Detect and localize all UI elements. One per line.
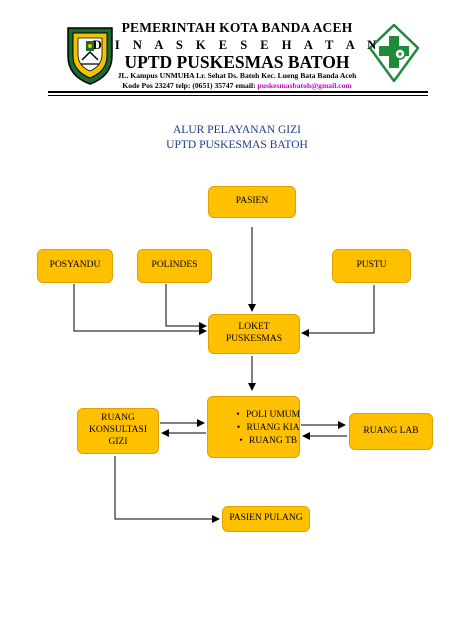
poli-list-item: RUANG KIA bbox=[230, 422, 300, 435]
diagram-title-line1: ALUR PELAYANAN GIZI bbox=[173, 124, 301, 136]
node-ruang-konsultasi-gizi: RUANG KONSULTASI GIZI bbox=[77, 408, 159, 454]
node-ruang-lab-label: RUANG LAB bbox=[363, 425, 419, 436]
node-pasien: PASIEN bbox=[208, 186, 296, 218]
email-link[interactable]: puskesmasbatoh@gmail.com bbox=[257, 81, 352, 90]
node-loket-label-line2: PUSKESMAS bbox=[226, 334, 282, 344]
node-polindes: POLINDES bbox=[137, 249, 212, 283]
letterhead-contact: Kode Pos 23247 telp: (0651) 35747 email:… bbox=[0, 81, 474, 90]
letterhead-rule-thick bbox=[48, 91, 428, 93]
node-pustu: PUSTU bbox=[332, 249, 411, 283]
poli-list: POLI UMUM RUANG KIA RUANG TB bbox=[230, 409, 300, 448]
arrow-konsultasi-to-pulang bbox=[114, 456, 220, 523]
contact-text: Kode Pos 23247 telp: (0651) 35747 email: bbox=[122, 81, 258, 90]
node-konsultasi-label-line3: GIZI bbox=[108, 436, 128, 447]
letterhead-line2: D I N A S K E S E H A T A N bbox=[92, 38, 382, 52]
node-posyandu-label: POSYANDU bbox=[49, 260, 101, 271]
arrow-polindes-to-loket bbox=[165, 284, 207, 330]
node-poli-group: POLI UMUM RUANG KIA RUANG TB bbox=[207, 396, 300, 458]
node-loket-label-line1: LOKET bbox=[238, 322, 270, 333]
diagram-title-line2: UPTD PUSKESMAS BATOH bbox=[166, 139, 308, 151]
poli-list-item: RUANG TB bbox=[230, 435, 300, 448]
letterhead-rule-thin bbox=[48, 95, 428, 96]
letterhead-address: JL. Kampus UNMUHA Lr. Sehat Ds. Batoh Ke… bbox=[117, 71, 357, 80]
node-posyandu: POSYANDU bbox=[37, 249, 113, 283]
green-cross-health-icon bbox=[369, 24, 419, 82]
node-ruang-lab: RUANG LAB bbox=[349, 413, 433, 450]
node-pasien-pulang: PASIEN PULANG bbox=[222, 506, 310, 532]
poli-list-item: POLI UMUM bbox=[230, 409, 300, 422]
node-pasien-pulang-label: PASIEN PULANG bbox=[229, 513, 303, 524]
arrow-pustu-to-loket bbox=[301, 285, 375, 337]
node-loket-puskesmas: LOKET PUSKESMAS bbox=[208, 314, 300, 354]
letterhead-title: UPTD PUSKESMAS BATOH bbox=[124, 52, 350, 72]
node-pasien-label: PASIEN bbox=[235, 196, 269, 207]
node-pustu-label: PUSTU bbox=[356, 260, 387, 271]
node-konsultasi-label-line1: RUANG bbox=[101, 413, 135, 424]
banda-aceh-emblem-icon bbox=[67, 27, 113, 85]
node-polindes-label: POLINDES bbox=[151, 260, 198, 271]
arrow-posyandu-to-loket bbox=[73, 284, 207, 335]
node-konsultasi-label-line2: KONSULTASI bbox=[88, 425, 147, 436]
letterhead-line1: PEMERINTAH KOTA BANDA ACEH bbox=[121, 20, 353, 35]
